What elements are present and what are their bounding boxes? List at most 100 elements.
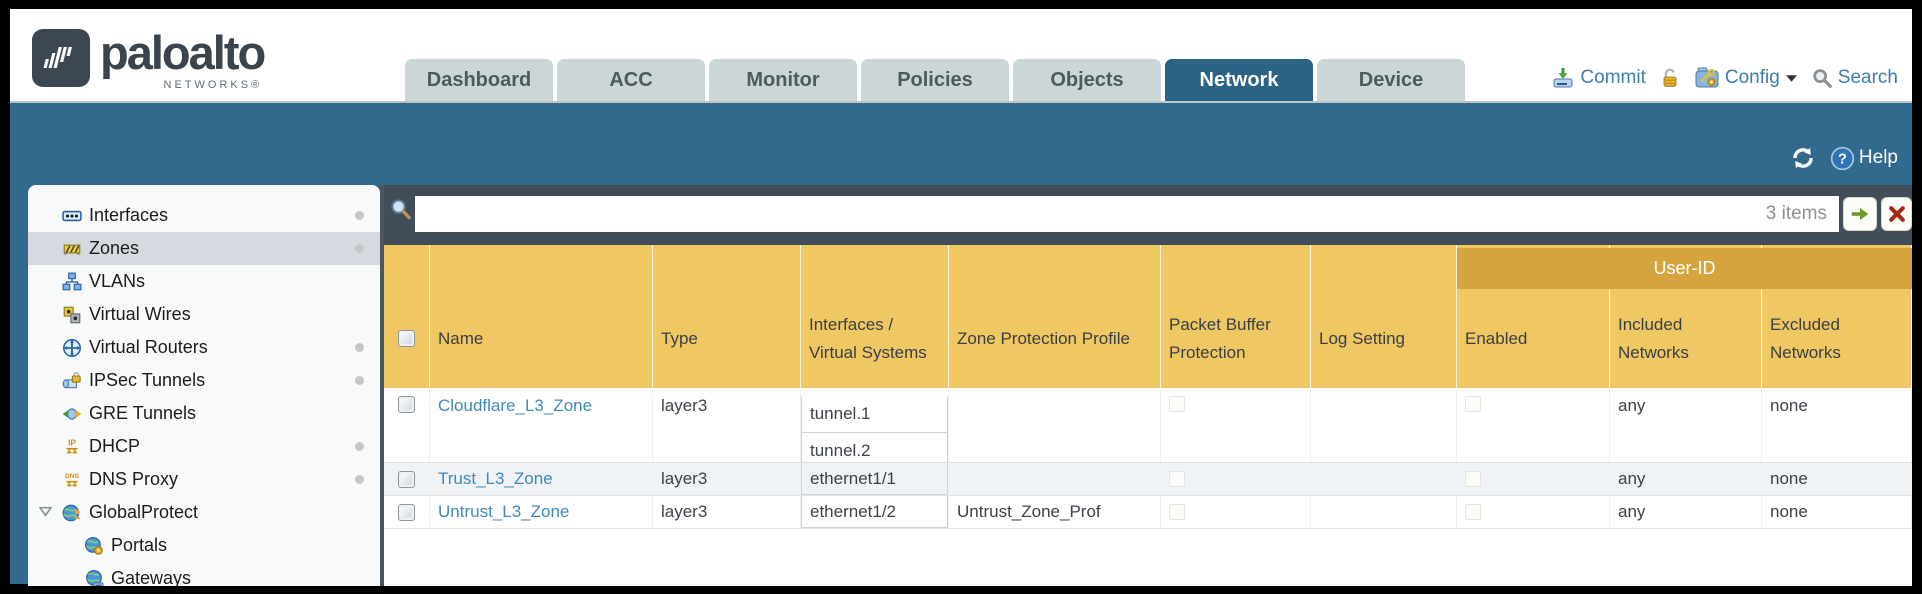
sidebar-item-label: GlobalProtect [89, 502, 199, 522]
cell-type: layer3 [653, 463, 801, 495]
sidebar-item-virtual-routers[interactable]: Virtual Routers [28, 331, 380, 364]
gre-tunnels-icon [62, 404, 82, 424]
sidebar-item-zones[interactable]: Zones [28, 232, 380, 265]
sidebar-item-label: IPSec Tunnels [89, 370, 206, 390]
dns-proxy-icon: DNS [62, 470, 82, 490]
sidebar-item-interfaces[interactable]: Interfaces [28, 199, 380, 232]
apply-filter-button[interactable] [1843, 197, 1877, 231]
cell-interfaces: ethernet1/2 [801, 496, 949, 528]
sidebar-item-label: Interfaces [89, 205, 169, 225]
column-header-type[interactable]: Type [653, 245, 801, 388]
sidebar-item-label: Virtual Wires [89, 304, 191, 324]
tab-objects[interactable]: Objects [1013, 59, 1161, 101]
cell-name: Untrust_L3_Zone [430, 496, 653, 528]
user-id-enabled-checkbox[interactable] [1465, 471, 1481, 487]
commit-button[interactable]: Commit [1551, 66, 1646, 90]
cell-name: Cloudflare_L3_Zone [430, 388, 653, 462]
row-checkbox[interactable] [398, 396, 415, 413]
help-button[interactable]: ? Help [1830, 146, 1898, 171]
tab-acc[interactable]: ACC [557, 59, 705, 101]
zone-name-link[interactable]: Untrust_L3_Zone [438, 502, 570, 521]
sidebar-content-divider [380, 185, 384, 586]
cell-name: Trust_L3_Zone [430, 463, 653, 495]
filter-input[interactable] [415, 196, 1766, 232]
page-toolbar: ? Help [1790, 145, 1898, 171]
virtual-routers-icon [62, 338, 82, 358]
commit-label: Commit [1580, 67, 1646, 88]
sidebar-item-label: DHCP [89, 436, 141, 456]
config-button[interactable]: Config [1694, 66, 1798, 90]
chevron-down-icon [1785, 74, 1798, 83]
column-header-excluded-networks[interactable]: Excluded Networks [1762, 245, 1912, 388]
column-header-log-setting[interactable]: Log Setting [1311, 245, 1457, 388]
cell-log-setting [1311, 463, 1457, 495]
search-icon [1811, 67, 1833, 89]
interfaces-icon [62, 206, 82, 226]
column-header-included-networks[interactable]: Included Networks [1610, 245, 1762, 388]
cell-zone-protection-profile [949, 463, 1161, 495]
user-id-enabled-checkbox[interactable] [1465, 396, 1481, 412]
packet-buffer-protection-checkbox[interactable] [1169, 396, 1185, 412]
row-checkbox[interactable] [398, 503, 415, 521]
cell-type: layer3 [653, 496, 801, 528]
interface-cell: ethernet1/1 [801, 463, 948, 495]
search-button[interactable]: Search [1811, 67, 1898, 89]
zone-name-link[interactable]: Trust_L3_Zone [438, 469, 553, 488]
cell-zone-protection-profile [949, 388, 1161, 462]
tab-monitor[interactable]: Monitor [709, 59, 857, 101]
cell-excluded-networks: none [1762, 388, 1912, 462]
column-header-enabled[interactable]: Enabled [1457, 245, 1610, 388]
filter-box: 3 items [415, 196, 1839, 232]
lock-button[interactable] [1659, 66, 1681, 90]
sidebar-item-portals[interactable]: Portals [28, 529, 380, 562]
globalprotect-icon [62, 503, 82, 523]
column-header-zone-protection-profile[interactable]: Zone Protection Profile [949, 245, 1161, 388]
sidebar-item-label: Zones [89, 238, 140, 258]
sidebar-item-gre-tunnels[interactable]: GRE Tunnels [28, 397, 380, 430]
svg-text:?: ? [1838, 151, 1847, 167]
commit-icon [1551, 66, 1575, 90]
column-header-name[interactable]: Name [430, 245, 653, 388]
packet-buffer-protection-checkbox[interactable] [1169, 471, 1185, 487]
packet-buffer-protection-checkbox[interactable] [1169, 504, 1185, 520]
column-header-interfaces-virtual-systems[interactable]: Interfaces / Virtual Systems [801, 245, 949, 388]
tab-network[interactable]: Network [1165, 59, 1313, 101]
cell-log-setting [1311, 496, 1457, 528]
clear-filter-button[interactable] [1881, 197, 1912, 231]
tab-device[interactable]: Device [1317, 59, 1465, 101]
status-dot [355, 244, 364, 253]
sidebar-item-virtual-wires[interactable]: Virtual Wires [28, 298, 380, 331]
tab-policies[interactable]: Policies [861, 59, 1009, 101]
refresh-button[interactable] [1790, 145, 1816, 171]
sidebar-item-globalprotect[interactable]: GlobalProtect [28, 496, 380, 529]
cell-enabled [1457, 463, 1610, 495]
dhcp-icon: IP [62, 437, 82, 457]
cell-packet-buffer-protection [1161, 388, 1311, 462]
user-id-group-header: User-ID [1457, 248, 1912, 289]
interface-cell: tunnel.2 [801, 433, 948, 462]
select-all-checkbox[interactable] [398, 330, 415, 347]
filter-bar: 3 items [384, 185, 1912, 245]
sidebar-item-dhcp[interactable]: IP DHCP [28, 430, 380, 463]
zone-name-link[interactable]: Cloudflare_L3_Zone [438, 396, 593, 415]
portals-icon [84, 536, 104, 556]
row-checkbox[interactable] [398, 470, 415, 488]
sidebar-item-label: Virtual Routers [89, 337, 208, 357]
interface-cell: ethernet1/2 [801, 496, 948, 528]
search-label: Search [1837, 67, 1898, 88]
column-header-packet-buffer-protection[interactable]: Packet Buffer Protection [1161, 245, 1311, 388]
user-id-enabled-checkbox[interactable] [1465, 504, 1481, 520]
sidebar-item-vlans[interactable]: VLANs [28, 265, 380, 298]
sidebar-item-ipsec-tunnels[interactable]: IPSec Tunnels [28, 364, 380, 397]
zones-icon [62, 239, 82, 259]
tab-dashboard[interactable]: Dashboard [405, 59, 553, 101]
expander-icon[interactable] [39, 506, 52, 517]
cell-enabled [1457, 388, 1610, 462]
cell-included-networks: any [1610, 463, 1762, 495]
sidebar-item-gateways[interactable]: Gateways [28, 562, 380, 586]
